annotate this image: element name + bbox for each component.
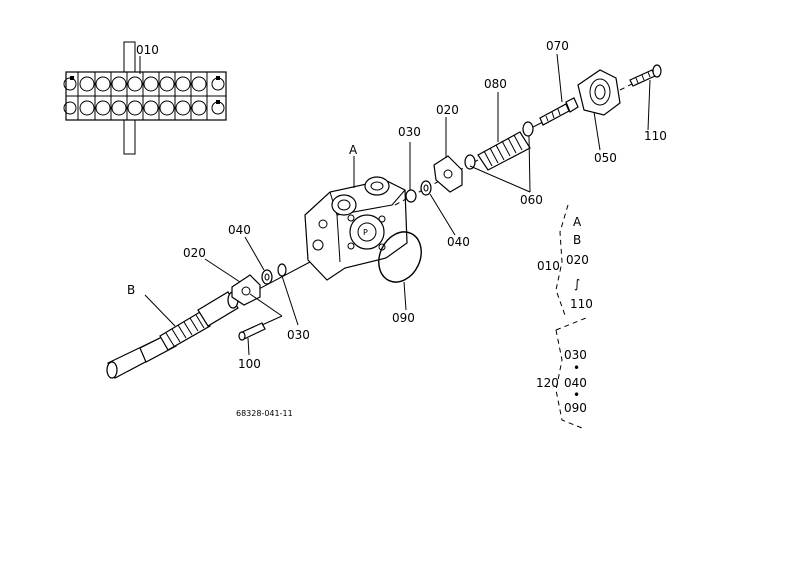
label-080: 080	[484, 77, 507, 91]
cap-020-left	[231, 274, 261, 306]
legend-g1-to: 110	[570, 297, 593, 311]
label-100: 100	[238, 357, 261, 371]
label-070: 070	[546, 39, 569, 53]
legend-g1-b: B	[573, 233, 581, 247]
o-ring-030-right	[405, 189, 417, 203]
label-110: 110	[644, 129, 667, 143]
cap-housing-050	[577, 69, 621, 116]
legend-g2-dot1: •	[573, 361, 580, 375]
label-040-left: 040	[228, 223, 251, 237]
legend-g2-dot2: •	[573, 388, 580, 402]
drawing-number: 68328-041-11	[236, 409, 293, 418]
spring-080	[464, 121, 534, 171]
label-040-right: 040	[447, 235, 470, 249]
o-ring-030-left	[277, 263, 287, 277]
seal-040-right	[420, 180, 432, 196]
part-labels: A B 030 020 080 070 110 050 060 040 090 …	[127, 39, 667, 418]
stud-070	[539, 97, 579, 126]
label-050: 050	[594, 151, 617, 165]
screw-100	[238, 315, 283, 341]
cap-020-right	[433, 155, 463, 193]
body-port-p-mark: P	[363, 228, 368, 237]
legend-g2-a: 030	[564, 348, 587, 362]
legend-g1-from: 020	[566, 253, 589, 267]
label-090: 090	[392, 311, 415, 325]
label-020-left: 020	[183, 246, 206, 260]
legend-g1-tilde: ∫	[574, 277, 580, 291]
valve-body-a: P	[304, 176, 408, 281]
label-b: B	[127, 283, 135, 297]
o-ring-090	[378, 231, 422, 283]
label-020-top: 020	[436, 103, 459, 117]
legend-g2-c: 090	[564, 401, 587, 415]
valve-stack-inset: 010	[63, 41, 227, 155]
bolt-110	[629, 64, 662, 87]
label-030-left: 030	[287, 328, 310, 342]
label-a: A	[349, 143, 358, 157]
parts-legend: A B 010 020 ∫ 110 030 • 120 040 • 090	[536, 204, 593, 429]
legend-g1-parent: 010	[537, 259, 560, 273]
legend-g2-b: 040	[564, 376, 587, 390]
leader-lines	[144, 53, 651, 356]
inset-label-010: 010	[136, 43, 159, 57]
legend-g2-parent: 120	[536, 376, 559, 390]
label-060: 060	[520, 193, 543, 207]
seal-040-left	[261, 269, 273, 285]
legend-g1-a: A	[573, 215, 582, 229]
spool-b	[106, 261, 311, 379]
label-030-top: 030	[398, 125, 421, 139]
